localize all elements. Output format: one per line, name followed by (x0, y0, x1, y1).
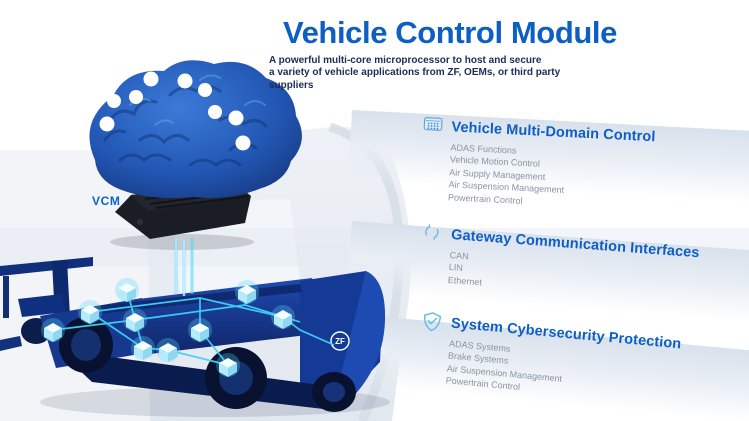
zf-logo: ZF (330, 331, 350, 351)
section-1-items: ADAS Functions Vehicle Motion Control Ai… (448, 141, 743, 217)
vcm-module (110, 182, 254, 250)
svg-text:ZF: ZF (335, 337, 345, 346)
sync-arrows-icon (423, 223, 444, 244)
section-1-title: Vehicle Multi-Domain Control (451, 119, 656, 146)
sensor-cubes (41, 278, 295, 377)
trailer-axle-parts (0, 257, 93, 351)
neural-circuit-traces (106, 79, 244, 200)
subtitle-line-1: A powerful multi-core microprocessor to … (269, 55, 542, 66)
circuit-board-icon (423, 116, 444, 137)
sensor-network-lines (52, 289, 335, 366)
truck-chassis: ZF (40, 271, 386, 412)
subtitle-line-2: a variety of vehicle applications from Z… (269, 67, 561, 91)
module-to-chassis-lines (174, 238, 194, 296)
vcm-label: VCM (92, 194, 121, 208)
header: Vehicle Control Module A powerful multi-… (180, 16, 720, 92)
page-title: Vehicle Control Module (283, 15, 617, 50)
page-subtitle: A powerful multi-core microprocessor to … (269, 55, 599, 92)
shield-check-icon (422, 311, 444, 333)
section-vehicle-multi-domain-control: Vehicle Multi-Domain Control ADAS Functi… (420, 116, 744, 218)
